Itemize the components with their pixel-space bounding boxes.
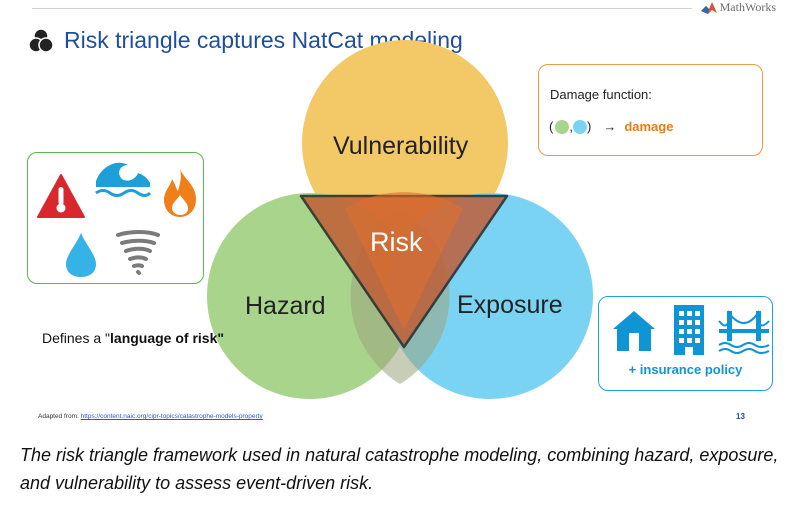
wave-icon [95,162,152,197]
mathworks-logo: MathWorks [700,0,776,15]
exposure-label: Exposure [457,291,563,319]
close-paren: ) [586,119,592,134]
risk-venn-diagram [207,40,593,399]
language-of-risk-note: Defines a "language of risk" [42,329,224,348]
hazard-dot-icon [555,119,570,134]
arrow-icon: → [603,119,617,134]
comma: , [569,119,573,134]
risk-center-highlight [345,192,463,330]
damage-function-box [538,64,763,156]
caption: The risk triangle framework used in natu… [20,445,779,493]
house-icon [613,311,655,351]
header-divider [32,8,692,9]
damage-function-title: Damage function: [550,87,652,102]
building-icon [674,305,704,355]
bridge-icon [718,309,770,354]
tornado-icon [116,230,160,275]
open-paren: ( [549,119,554,134]
water-drop-icon [66,233,96,277]
defines-prefix: Defines a " [42,330,111,346]
source-prefix: Adapted from: [38,413,81,420]
page-number: 13 [736,412,745,421]
exposure-dot-icon [572,119,587,134]
fire-icon [164,169,196,217]
three-circles-icon [28,28,54,53]
hazard-label: Hazard [245,292,326,320]
source-link[interactable]: https://content.naic.org/cipr-topics/cat… [80,413,263,420]
vulnerability-circle [302,40,508,246]
exposure-icons-box [598,296,773,391]
logo-text: MathWorks [719,0,776,14]
damage-formula: ( , ) → damage [549,119,673,134]
hazard-icons-box [27,152,204,284]
insurance-policy-label: + insurance policy [628,362,743,377]
defines-bold: language of risk" [110,330,225,346]
source-note: Adapted from: https://content.naic.org/c… [38,413,263,420]
damage-result: damage [624,119,674,134]
thermometer-warning-icon [37,174,85,218]
mathworks-membrane-icon [700,1,717,14]
vulnerability-label: Vulnerability [333,132,469,160]
risk-label: Risk [370,227,423,257]
